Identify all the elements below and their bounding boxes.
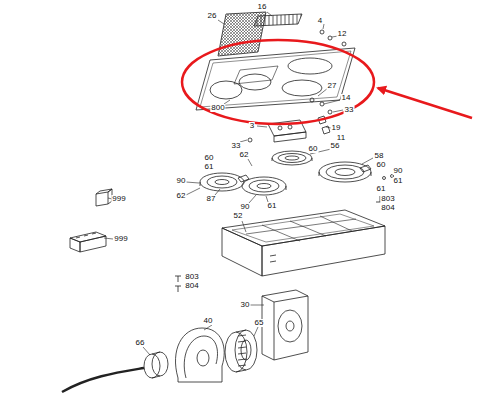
callout-number: 90: [176, 177, 187, 185]
callout-number: 4: [317, 17, 323, 25]
callout-number: 60: [308, 145, 319, 153]
callout-number: 33: [344, 106, 355, 114]
vent-strip: [254, 14, 302, 26]
callout-number: 90: [240, 203, 251, 211]
callout-number: 62: [239, 151, 250, 159]
radiant-element: [200, 173, 286, 195]
callout-number: 60: [204, 154, 215, 162]
callout-number: 3: [249, 122, 255, 130]
callout-number: 40: [203, 317, 214, 325]
callout-number: 33: [231, 142, 242, 150]
callout-number: 26: [207, 12, 218, 20]
callout-number: 58: [374, 152, 385, 160]
callout-number: 52: [233, 212, 244, 220]
highlight-ellipse: [182, 40, 374, 124]
callout-number: 800: [210, 104, 225, 112]
callout-number: 11: [336, 134, 346, 142]
callout-number: 804: [184, 282, 199, 290]
callout-number: 62: [176, 192, 187, 200]
callout-number: 803: [184, 273, 199, 281]
fan-motor: [62, 352, 168, 392]
callout-number: 14: [341, 94, 352, 102]
callout-number: 12: [337, 30, 348, 38]
callout-number: 999: [113, 235, 128, 243]
callout-number: 60: [376, 161, 387, 169]
leader-lines: [104, 12, 373, 355]
callout-number: 56: [330, 142, 341, 150]
callout-number: 61: [393, 177, 404, 185]
radiant-element: [272, 151, 312, 165]
callout-number: 16: [257, 3, 268, 11]
highlight-arrow: [378, 88, 472, 118]
burner-box: [222, 210, 385, 276]
callout-number: 87: [206, 195, 217, 203]
callout-number: 61: [376, 185, 387, 193]
motor-housing: [262, 290, 308, 360]
callout-number: 999: [111, 195, 126, 203]
callout-number: 19: [331, 124, 342, 132]
terminal-block: [70, 232, 106, 252]
glass-cooktop: [196, 48, 355, 110]
callout-number: 27: [327, 82, 338, 90]
fan-housing: [175, 328, 224, 382]
small-part: [96, 189, 112, 206]
callout-number: 803: [380, 195, 395, 203]
blower-wheel: [225, 330, 257, 372]
callout-number: 65: [254, 319, 265, 327]
callout-number: 90: [393, 167, 404, 175]
callout-number: 30: [240, 301, 251, 309]
callout-number: 804: [380, 204, 395, 212]
callout-number: 61: [267, 202, 278, 210]
callout-number: 66: [135, 339, 146, 347]
radiant-element: [319, 162, 371, 182]
callout-number: 61: [204, 163, 215, 171]
